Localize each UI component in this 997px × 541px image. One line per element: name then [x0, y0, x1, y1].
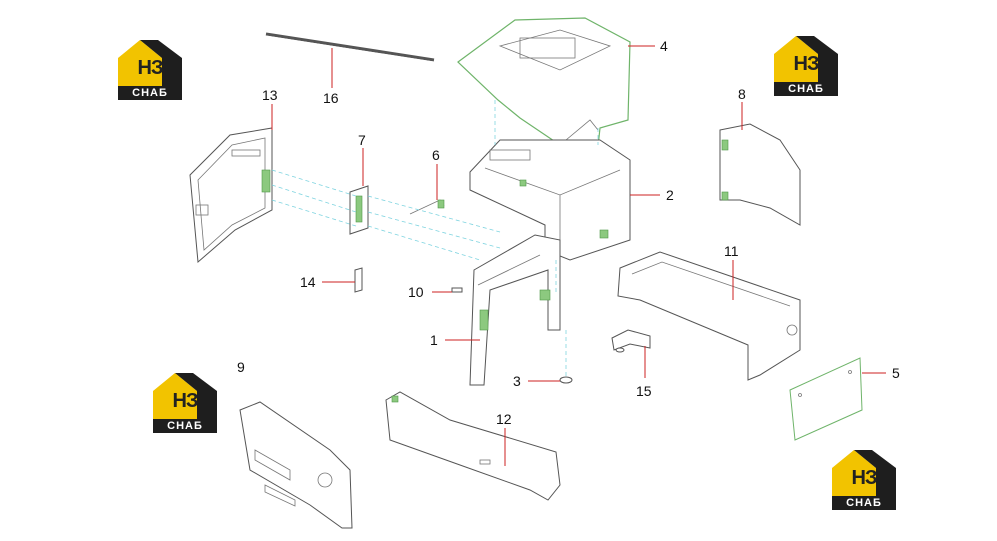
- logo-caption: СНАБ: [774, 82, 838, 96]
- callout-5: 5: [892, 365, 900, 381]
- callout-13: 13: [262, 87, 278, 103]
- callout-16: 16: [323, 90, 339, 106]
- callout-12: 12: [496, 411, 512, 427]
- callout-15: 15: [636, 383, 652, 399]
- part-10-pin[interactable]: [451, 287, 463, 293]
- part-13-side-door[interactable]: [189, 127, 273, 264]
- logo-brand: НЗ: [793, 53, 820, 75]
- logo-brand: НЗ: [172, 390, 199, 412]
- house-icon: [774, 36, 838, 82]
- house-icon: [153, 373, 217, 419]
- logo-caption: СНАБ: [118, 86, 182, 100]
- logo-brand: НЗ: [851, 467, 878, 489]
- house-icon: [118, 40, 182, 86]
- part-3-washer[interactable]: [559, 376, 573, 384]
- callout-14: 14: [300, 274, 316, 290]
- brand-logo-bottom-left: НЗ СНАБ: [153, 373, 217, 433]
- logo-caption: СНАБ: [832, 496, 896, 510]
- logo-caption: СНАБ: [153, 419, 217, 433]
- callout-leaders: [271, 45, 886, 466]
- brand-logo-top-left: НЗ СНАБ: [118, 40, 182, 100]
- callout-2: 2: [666, 187, 674, 203]
- callout-6: 6: [432, 147, 440, 163]
- part-14-bracket[interactable]: [354, 267, 363, 293]
- part-16-rod[interactable]: [265, 32, 435, 63]
- callout-8: 8: [738, 86, 746, 102]
- part-15-bracket[interactable]: [611, 329, 651, 353]
- brand-logo-bottom-right: НЗ СНАБ: [832, 450, 896, 510]
- callout-numbers: 1 2 3 4 5 6 7 8 9 10 11 12 13 14 15 16: [237, 38, 900, 427]
- part-9-front-panel[interactable]: [239, 401, 353, 529]
- logo-brand: НЗ: [137, 57, 164, 79]
- callout-1: 1: [430, 332, 438, 348]
- part-8-side-panel[interactable]: [719, 123, 801, 226]
- part-7-hinge-plate[interactable]: [349, 185, 369, 235]
- brand-logo-top-right: НЗ СНАБ: [774, 36, 838, 96]
- part-5-plate[interactable]: [789, 357, 863, 441]
- callout-3: 3: [513, 373, 521, 389]
- callout-4: 4: [660, 38, 668, 54]
- assembly-lines: [271, 100, 599, 378]
- callout-9: 9: [237, 359, 245, 375]
- part-2-frame[interactable]: [469, 139, 631, 261]
- callout-7: 7: [358, 132, 366, 148]
- part-1-pillar-frame[interactable]: [469, 234, 561, 386]
- part-11-bottom-pan[interactable]: [617, 251, 801, 381]
- callout-11: 11: [724, 243, 739, 259]
- part-12-lower-cover[interactable]: [385, 391, 561, 501]
- house-icon: [832, 450, 896, 496]
- part-6-handle[interactable]: [409, 199, 445, 215]
- callout-10: 10: [408, 284, 424, 300]
